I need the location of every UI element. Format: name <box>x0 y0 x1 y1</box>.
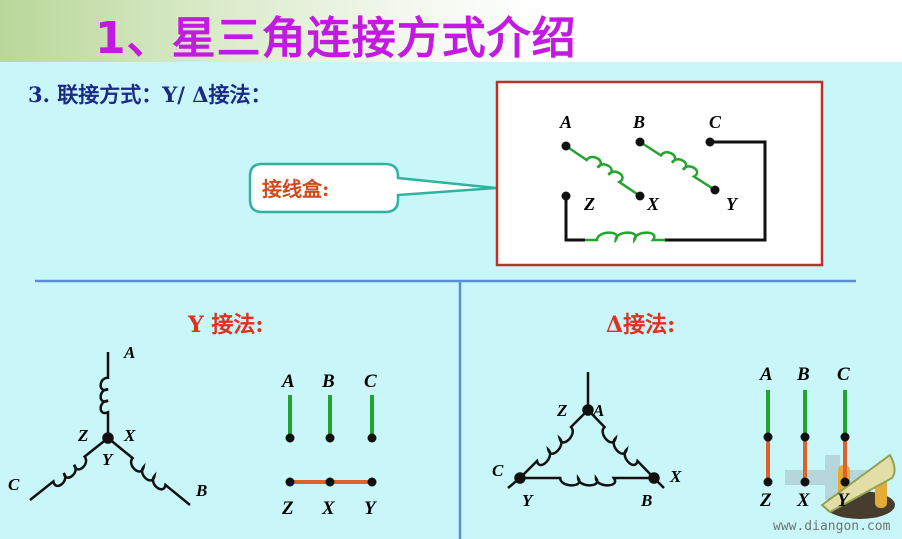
terminal-dot <box>285 477 295 487</box>
terminal-dot <box>102 432 114 444</box>
terminal-dot <box>840 432 850 442</box>
delta-label-y: Y <box>522 491 534 510</box>
star-label-z: Z <box>77 426 88 445</box>
slide-title: 1、星三角连接方式介绍 <box>95 13 577 64</box>
terminal-dot <box>561 191 571 201</box>
terminal-dot <box>561 141 571 151</box>
terminal-dot <box>635 137 645 147</box>
delta-connection-title: Δ接法: <box>606 312 675 338</box>
terminal-label-x: X <box>796 490 811 511</box>
terminal-dot <box>325 477 335 487</box>
star-label-a: A <box>123 343 135 362</box>
terminal-dot <box>582 404 594 416</box>
coil-za <box>519 409 589 479</box>
terminal-dot <box>514 472 526 484</box>
star-label-x: X <box>123 426 136 445</box>
jb-label-a: A <box>559 112 572 132</box>
terminal-label-y: Y <box>364 498 378 519</box>
terminal-dot <box>325 433 335 443</box>
callout-label: 接线盒: <box>262 177 329 201</box>
terminal-label-b: B <box>321 371 335 392</box>
coil-a <box>99 352 110 438</box>
delta-label-b: B <box>640 491 652 510</box>
callout-bubble: 接线盒: <box>248 162 497 214</box>
terminal-label-z: Z <box>759 490 772 511</box>
coil-ax <box>565 144 641 198</box>
coil-c <box>29 437 109 501</box>
junction-box: A B C Z X Y <box>495 80 824 267</box>
coil-by <box>639 140 716 192</box>
terminal-dot <box>840 477 850 487</box>
jb-label-z: Z <box>583 194 595 214</box>
delta-terminal-diagram: A Z B X C Y <box>759 364 851 511</box>
terminal-label-z: Z <box>281 498 294 519</box>
delta-triangle-diagram: Z A C Y B X <box>492 372 682 510</box>
coil-cy <box>520 474 654 487</box>
title-banner: 1、星三角连接方式介绍 <box>0 0 902 64</box>
coil-b <box>107 437 191 506</box>
terminal-dot <box>800 477 810 487</box>
terminal-label-x: X <box>321 498 336 519</box>
delta-label-c: C <box>492 461 504 480</box>
star-label-b: B <box>195 481 207 500</box>
terminal-dot <box>635 191 645 201</box>
jb-label-c: C <box>709 112 722 132</box>
y-connection-title: Y 接法: <box>187 312 264 338</box>
jb-label-b: B <box>632 112 645 132</box>
terminal-dot <box>763 432 773 442</box>
jb-label-y: Y <box>726 194 739 214</box>
section-heading: 3. 联接方式：Y/ Δ接法： <box>28 82 272 107</box>
jb-label-x: X <box>646 194 660 214</box>
coil-cz <box>585 231 665 244</box>
terminal-label-b: B <box>796 364 810 385</box>
terminal-dot <box>648 472 660 484</box>
terminal-dot <box>705 137 715 147</box>
y-star-diagram: A C B Z X Y <box>8 343 207 506</box>
terminal-dot <box>367 477 377 487</box>
star-label-y: Y <box>102 450 114 469</box>
terminal-dot <box>367 433 377 443</box>
coil-ax <box>587 409 655 479</box>
terminal-dot <box>710 185 720 195</box>
watermark-logo: www.diangon.com <box>773 453 896 534</box>
delta-label-z: Z <box>556 401 567 420</box>
terminal-label-a: A <box>759 364 773 385</box>
delta-label-x: X <box>669 467 682 486</box>
terminal-dot <box>763 477 773 487</box>
terminal-label-c: C <box>837 364 850 385</box>
star-label-c: C <box>8 475 20 494</box>
terminal-dot <box>285 433 295 443</box>
terminal-label-c: C <box>364 371 377 392</box>
watermark-text: www.diangon.com <box>773 519 891 534</box>
terminal-label-y: Y <box>837 490 851 511</box>
delta-label-a: A <box>592 401 604 420</box>
y-terminal-diagram: A Z B X C Y <box>281 371 378 519</box>
terminal-dot <box>800 432 810 442</box>
terminal-label-a: A <box>281 371 295 392</box>
